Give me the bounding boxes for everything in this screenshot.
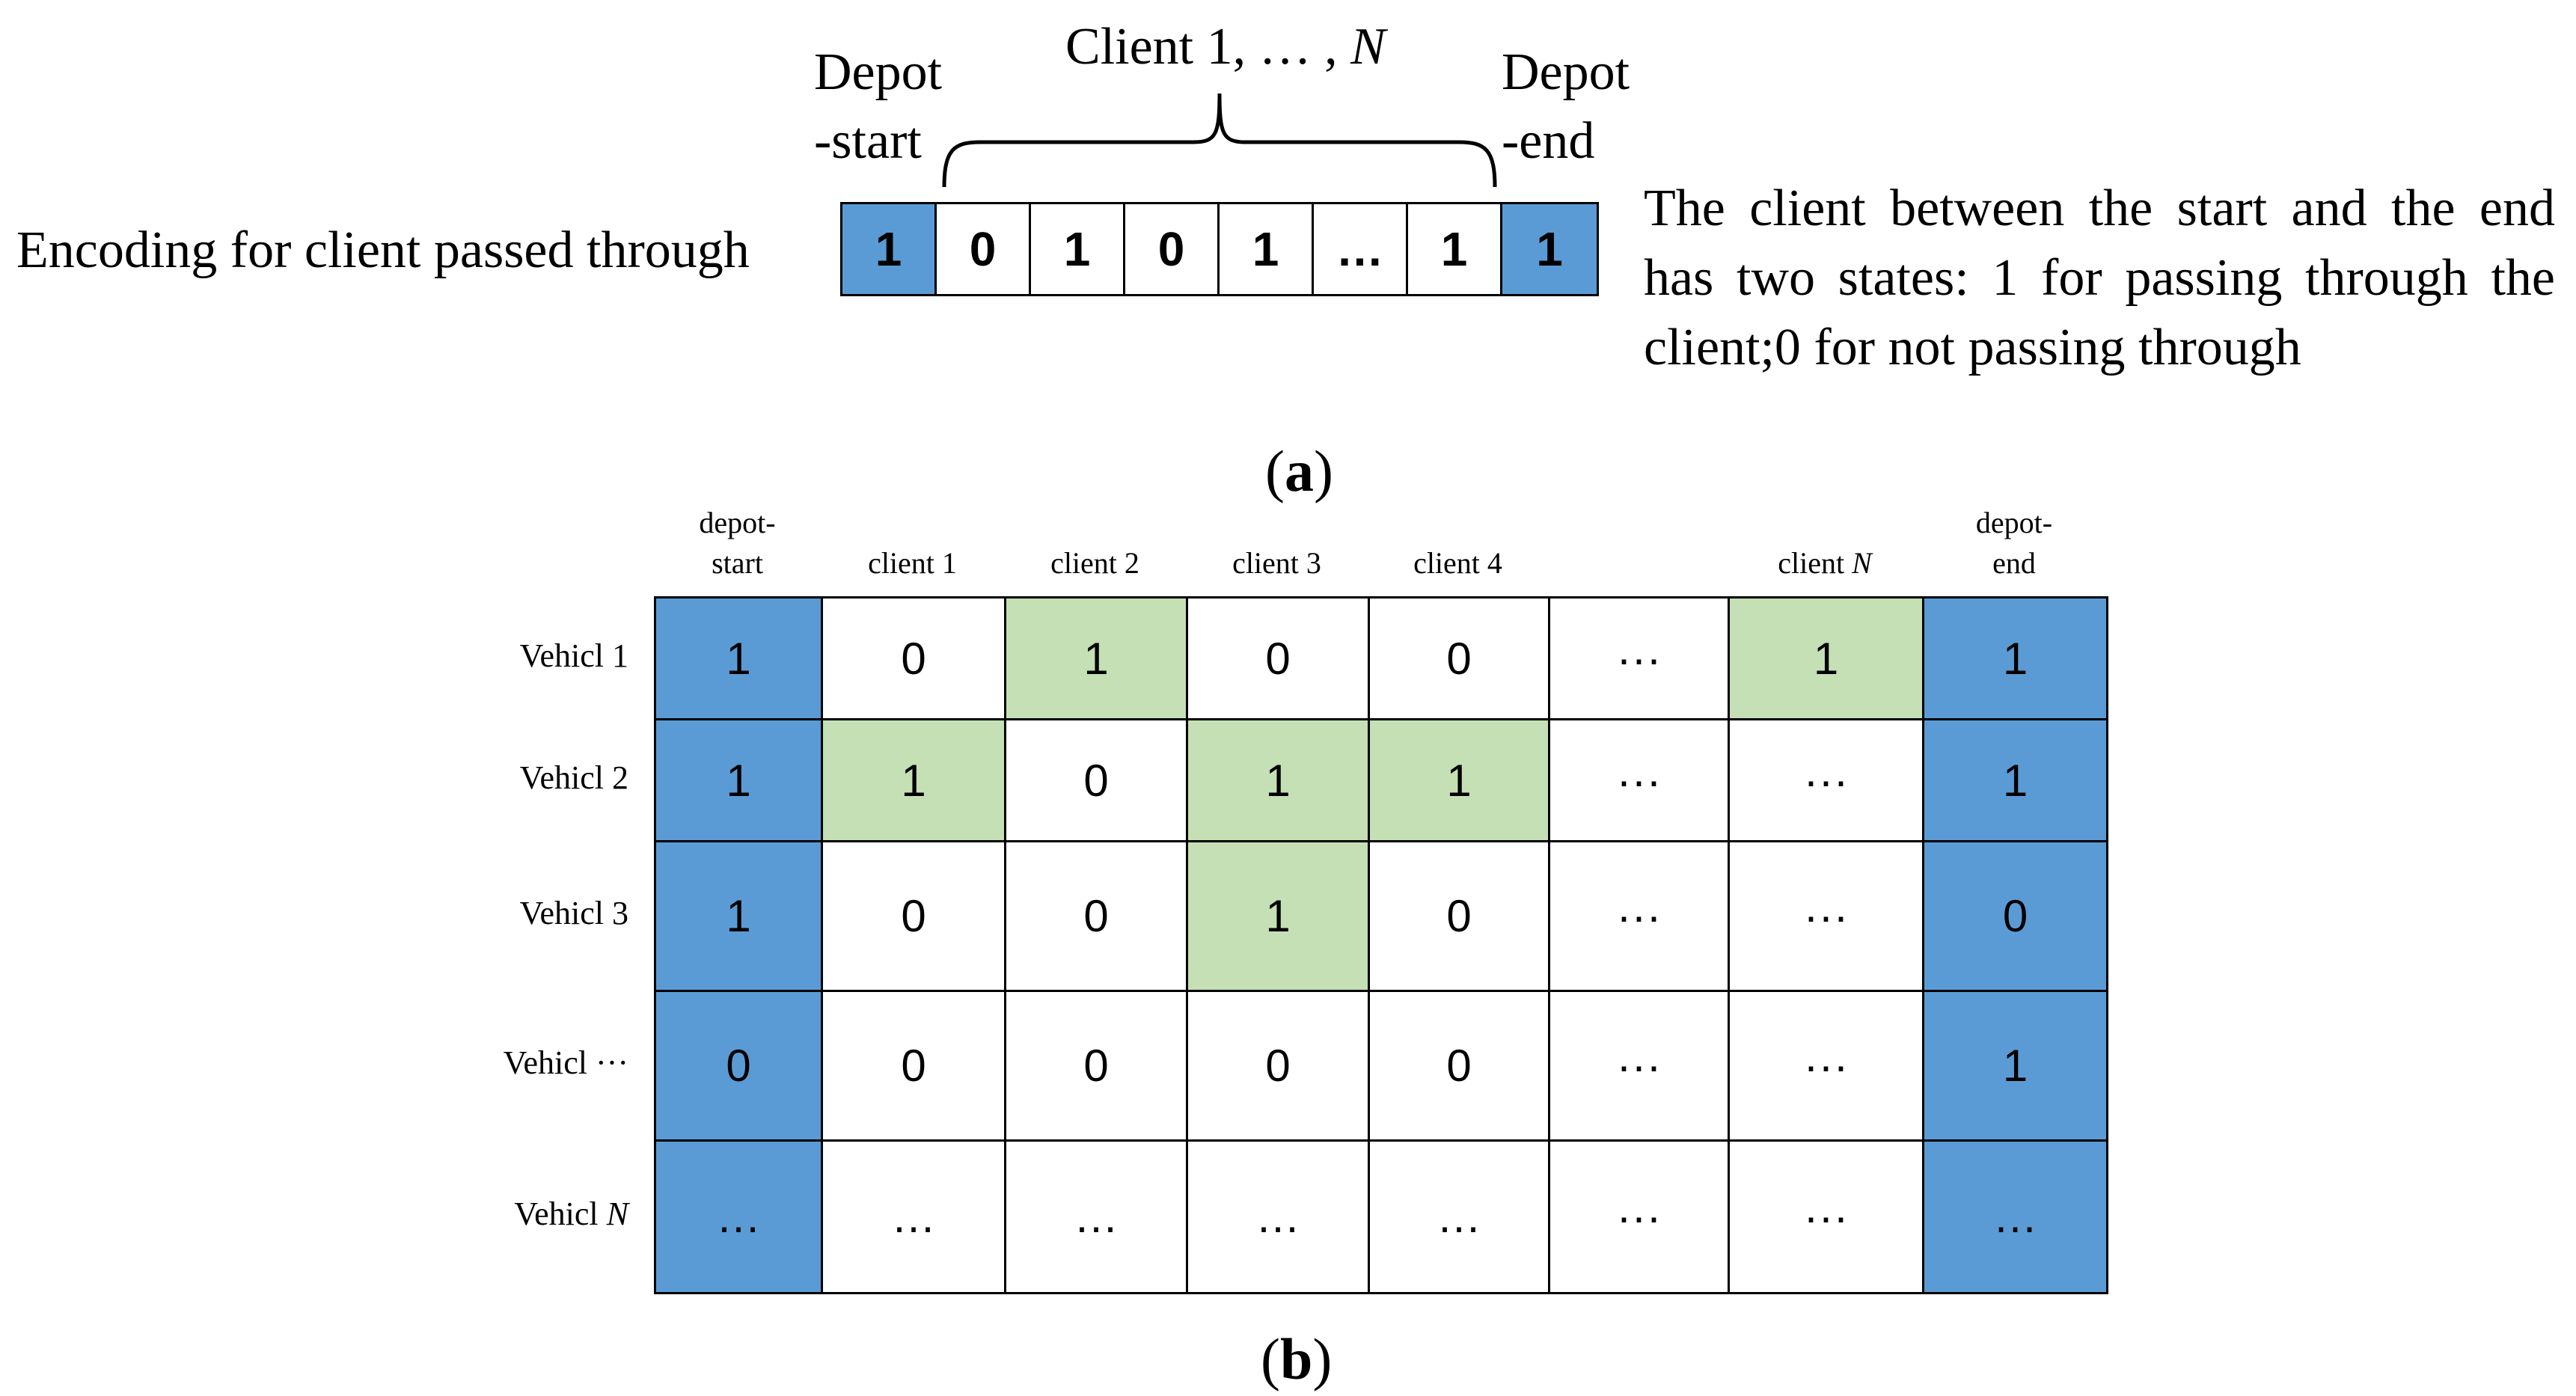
matrix-cell: ··· (1728, 1139, 1924, 1294)
depot-start-label: Depot -start (814, 46, 942, 168)
column-header-3: client 2 (1004, 503, 1186, 584)
matrix-cell: 0 (1922, 840, 2108, 992)
matrix-cell: 1 (654, 596, 823, 720)
column-header-8: depot-end (1922, 503, 2106, 584)
matrix-cell: ··· (1728, 840, 1924, 992)
row-header-3: Vehicl 3 (519, 895, 628, 931)
depot-start-line2: -start (814, 112, 922, 170)
encoding-cell-8: 1 (1502, 204, 1597, 294)
matrix-cell: … (1004, 1139, 1188, 1294)
matrix-cell: 0 (1368, 840, 1550, 992)
matrix-cell: 0 (1004, 840, 1188, 992)
encoding-cell-5: 1 (1220, 204, 1314, 294)
matrix-cell: 0 (1186, 990, 1370, 1142)
matrix-cell: ··· (1548, 1139, 1730, 1294)
column-header-italic: N (1852, 546, 1872, 580)
matrix-cell: ··· (1728, 990, 1924, 1142)
encoding-cell-7: 1 (1408, 204, 1502, 294)
matrix-cell: 1 (654, 718, 823, 842)
column-header-line2: client N (1778, 546, 1872, 580)
matrix-cell: … (1186, 1139, 1370, 1294)
column-header-line2: end (1992, 546, 2036, 580)
column-header-line1 (1004, 503, 1186, 543)
encoding-cell-3: 1 (1031, 204, 1125, 294)
encoding-cell-4: 0 (1125, 204, 1220, 294)
matrix-cell: 0 (821, 840, 1006, 992)
matrix-cell: … (1922, 1139, 2108, 1294)
column-header-line2: client 2 (1050, 546, 1139, 580)
clients-range-text: Client 1, … , (1065, 18, 1351, 76)
matrix-cell: … (654, 1139, 823, 1294)
matrix-cell: 0 (821, 596, 1006, 720)
caption-b: (b) (1261, 1326, 1333, 1392)
matrix-cell: ··· (1548, 840, 1730, 992)
column-header-4: client 3 (1186, 503, 1368, 584)
matrix-cell: ··· (1548, 990, 1730, 1142)
matrix-cell: 0 (1186, 596, 1370, 720)
matrix-cell: 0 (1368, 990, 1550, 1142)
brace-path (942, 93, 1497, 188)
column-header-line1 (1186, 503, 1368, 543)
matrix-cell: 1 (1922, 718, 2108, 842)
row-header-italic: N (606, 1196, 628, 1232)
depot-start-line1: Depot (814, 43, 943, 101)
clients-brace (942, 93, 1497, 188)
column-header-line2: start (712, 546, 763, 580)
column-header-2: client 1 (821, 503, 1004, 584)
matrix-cell: 1 (654, 840, 823, 992)
row-header-4: Vehicl ··· (503, 1044, 628, 1081)
matrix-cell: … (821, 1139, 1006, 1294)
column-header-line2: client 4 (1413, 546, 1502, 580)
column-header-1: depot-start (654, 503, 821, 584)
matrix-cell: ··· (1548, 596, 1730, 720)
matrix-cell: ··· (1548, 718, 1730, 842)
row-header-5: Vehicl N (514, 1196, 628, 1232)
depot-end-label: Depot -end (1502, 46, 1630, 168)
matrix-cell: 0 (1004, 990, 1188, 1142)
encoding-row-label: Encoding for client passed through (16, 221, 750, 279)
matrix-cell: ··· (1728, 718, 1924, 842)
matrix-cell: 1 (1004, 596, 1188, 720)
matrix-cell: 1 (1368, 718, 1550, 842)
column-header-line1 (1368, 503, 1548, 543)
column-header-line1 (1548, 503, 1728, 543)
caption-b-letter: b (1279, 1326, 1313, 1392)
matrix-cell: 0 (821, 990, 1006, 1142)
matrix-cell: 1 (1728, 596, 1924, 720)
column-header-line1: depot- (1975, 506, 2053, 539)
column-header-line1 (1728, 503, 1922, 543)
caption-a: (a) (1265, 438, 1333, 503)
encoding-cell-1: 1 (842, 204, 937, 294)
matrix-cell: 1 (1186, 718, 1370, 842)
encoding-cell-6: … (1314, 204, 1408, 294)
clients-range-n: N (1350, 18, 1386, 76)
depot-end-line2: -end (1502, 112, 1595, 170)
matrix-cell: 0 (1004, 718, 1188, 842)
matrix-cell: 1 (1186, 840, 1370, 992)
column-header-7: client N (1728, 503, 1922, 584)
matrix-cell: 1 (1922, 990, 2108, 1142)
column-header-6 (1548, 503, 1728, 543)
row-header-1: Vehicl 1 (519, 637, 628, 674)
encoding-cell-2: 0 (937, 204, 1031, 294)
depot-end-line1: Depot (1502, 43, 1630, 101)
column-header-5: client 4 (1368, 503, 1548, 584)
matrix-cell: 0 (1368, 596, 1550, 720)
column-header-line1: depot- (699, 506, 776, 539)
matrix-cell: … (1368, 1139, 1550, 1294)
matrix-cell: 0 (654, 990, 823, 1142)
column-header-line2: client 1 (868, 546, 957, 580)
matrix-cell: 1 (1922, 596, 2108, 720)
column-header-line1 (821, 503, 1004, 543)
encoding-description: The client between the start and the end… (1644, 180, 2555, 376)
caption-a-letter: a (1284, 438, 1314, 503)
matrix-cell: 1 (821, 718, 1006, 842)
clients-range-label: Client 1, … , N (1065, 21, 1386, 73)
column-header-line2: client 3 (1232, 546, 1321, 580)
row-header-2: Vehicl 2 (519, 759, 628, 796)
